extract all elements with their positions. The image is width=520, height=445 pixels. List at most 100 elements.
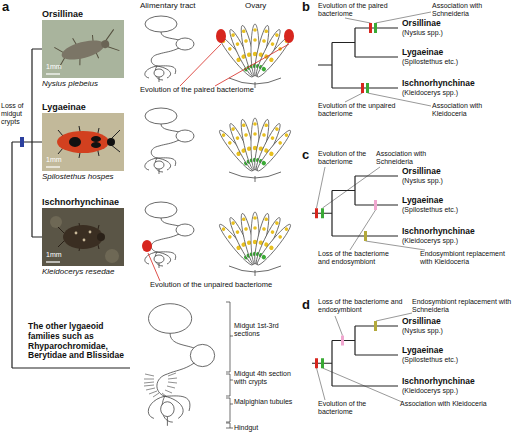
taxon-name: Orsillinae — [402, 317, 441, 327]
drawing-part — [46, 166, 60, 167]
drawing-part — [148, 253, 160, 281]
leader-line — [317, 313, 413, 402]
species-name: Spilostethus hospes — [42, 172, 114, 181]
genus-label: (Kleidocerys spp.) — [402, 237, 458, 245]
taxon-name: Lygaeinae — [402, 196, 443, 206]
taxon-name: Ischnorhynchinae — [402, 227, 475, 237]
drawing-part — [226, 423, 233, 428]
genus-label: (Nysius spp.) — [402, 177, 443, 185]
event-label: Association with Kleidoceria — [400, 400, 490, 408]
scale-label: 1mm — [46, 251, 62, 259]
drawing-part — [60, 37, 107, 64]
event-marker — [315, 321, 377, 368]
drawing-part — [145, 16, 194, 82]
drawing-part — [226, 302, 233, 372]
species-name: Nysius plebeius — [42, 79, 98, 88]
genus-label: (Kleidocerys spp.) — [402, 387, 458, 395]
event-label: Evolution of the bacteriome — [318, 150, 372, 166]
event-label: Evolution of the paired bacteriome — [140, 86, 254, 95]
alimentary-tract — [145, 108, 194, 174]
phylogeny-tree — [318, 28, 398, 88]
taxon-name: Orsillinae — [402, 19, 441, 29]
drawing-part — [46, 261, 60, 262]
drawing-part — [53, 27, 120, 70]
genus-label: (Spilostethus etc.) — [402, 356, 458, 364]
drawing-part — [374, 23, 377, 33]
drawing-part — [374, 321, 377, 331]
label-bracket — [226, 302, 233, 428]
event-label: Evolution of the unpaired bacteriome — [150, 281, 272, 290]
drawing-part — [58, 126, 120, 158]
phylogeny-tree — [12, 49, 130, 368]
drawing-part — [369, 23, 372, 33]
drawing-part — [315, 208, 318, 218]
drawing-part — [83, 239, 86, 242]
alimentary-tract — [145, 16, 194, 82]
taxon-name: Lygaeinae — [402, 48, 443, 58]
drawing-part — [217, 212, 294, 276]
taxon-name: Ischnorhynchinae — [402, 377, 475, 387]
insect-photo — [42, 208, 124, 266]
drawing-part — [69, 137, 81, 147]
taxon-name: Lygaeinae — [402, 346, 443, 356]
event-label: Evolution of the paired bacteriome — [318, 2, 390, 18]
drawing-part — [226, 398, 233, 422]
drawing-part — [361, 83, 364, 93]
panel-letter: d — [302, 298, 310, 313]
drawing-part — [284, 29, 294, 43]
event-label: Endosymbiont replacement with Kleidoceri… — [420, 250, 510, 266]
panel-letter: a — [2, 0, 9, 15]
drawing-part — [53, 27, 120, 70]
unpaired-bacteriome — [142, 240, 160, 281]
genus-label: (Nysius spp.) — [402, 327, 443, 335]
taxon-name: Ischnorhynchinae — [42, 197, 119, 207]
drawing-part — [42, 20, 124, 78]
drawing-part — [364, 231, 367, 241]
panel-letter: b — [302, 0, 310, 15]
part-label: Midgut 4th section with crypts — [234, 370, 296, 386]
drawing-part — [57, 131, 109, 153]
scale-label: 1mm — [46, 156, 62, 164]
drawing-part — [142, 240, 152, 252]
drawing-part — [91, 142, 101, 148]
genus-label: (Spilostethus etc.) — [402, 206, 458, 214]
drawing-part — [366, 83, 369, 93]
ovary-drawing — [217, 118, 294, 182]
insect-photo — [42, 20, 124, 78]
taxon-name: Orsillinae — [402, 167, 441, 177]
panel-letter: c — [302, 148, 309, 163]
drawing-part — [216, 29, 226, 43]
paired-bacteriome — [180, 29, 294, 86]
drawing-part — [217, 118, 294, 182]
drawing-part — [42, 208, 124, 266]
drawing-part — [89, 231, 92, 234]
group-label: The other lygaeoid families such as Rhyp… — [28, 322, 133, 361]
event-label: Association with Schneideria — [376, 150, 446, 166]
part-label: Malpighian tubules — [234, 398, 296, 406]
alimentary-tract — [148, 304, 214, 426]
species-name: Kleidocerys resedae — [42, 267, 114, 276]
part-label: Midgut 1st-3rd sections — [234, 322, 296, 338]
drawing-part — [107, 138, 115, 146]
genus-label: (Kleidocerys spp.) — [402, 89, 458, 97]
drawing-part — [50, 216, 62, 228]
drawing-part — [100, 39, 110, 49]
drawing-part — [42, 113, 124, 171]
ovary-drawing — [217, 212, 294, 276]
drawing-part — [75, 232, 78, 235]
drawing-part — [312, 326, 398, 386]
drawing-part — [180, 44, 289, 86]
genus-label: (Spilostethus etc.) — [402, 58, 458, 66]
drawing-part — [374, 200, 377, 210]
drawing-part — [226, 374, 233, 396]
event-label: Association with Kleidoceria — [432, 102, 512, 118]
event-label: Evolution of the bacteriome — [318, 400, 378, 416]
insect-photo — [42, 113, 124, 171]
event-label: Loss of the bacteriome and endosymbiont — [318, 298, 403, 314]
drawing-part — [321, 358, 324, 368]
drawing-part — [144, 373, 177, 397]
drawing-part — [145, 108, 194, 174]
drawing-part — [145, 202, 194, 268]
drawing-part — [318, 28, 398, 88]
